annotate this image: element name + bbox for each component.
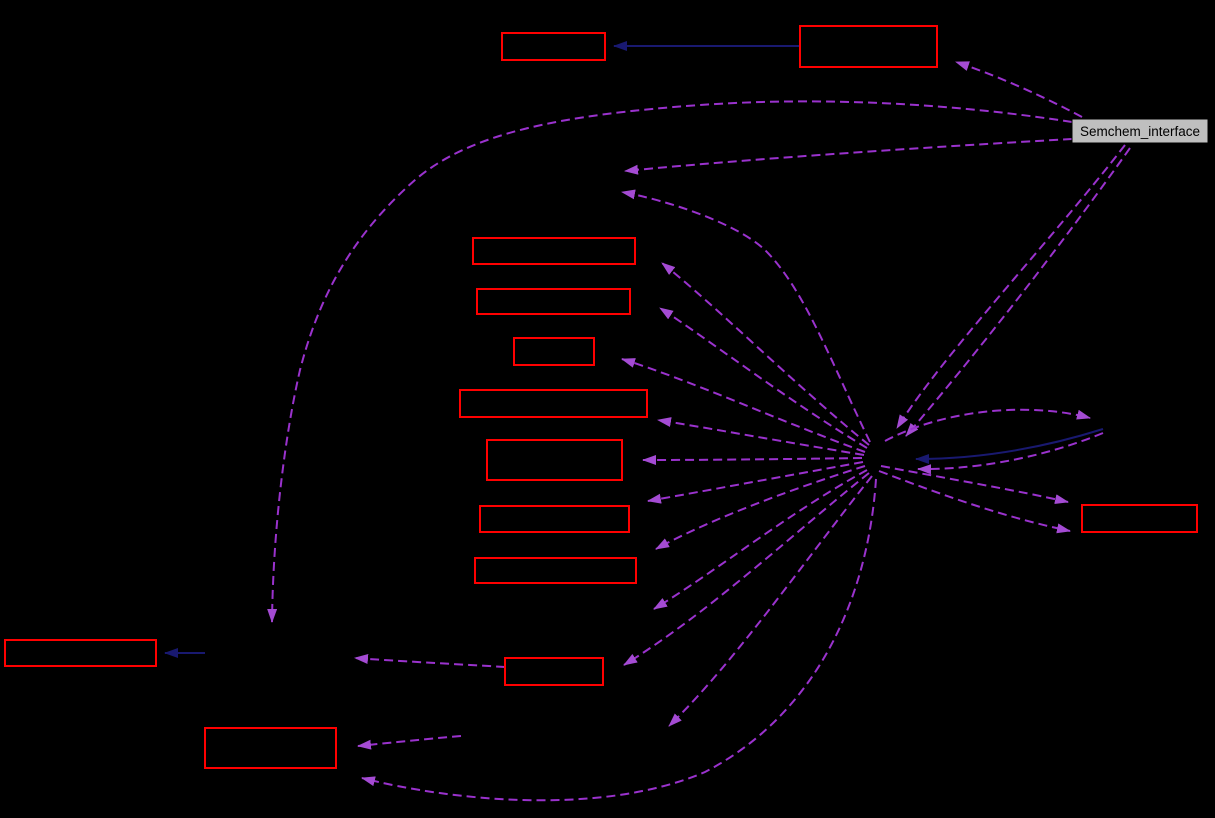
class-node-6[interactable]	[459, 389, 648, 418]
class-node-2[interactable]	[799, 25, 938, 68]
usage-edge-root-uppernode	[624, 138, 1073, 175]
class-node-11[interactable]	[4, 639, 157, 667]
usage-edge-root-hub-1	[896, 144, 1126, 429]
usage-edge-box13-bottomhub	[354, 653, 506, 668]
usage-edge-hub-box10-top	[880, 465, 1069, 505]
class-node-1[interactable]	[501, 32, 606, 61]
usage-edge-hub-box5	[621, 358, 866, 453]
usage-edge-root-hub-2	[905, 147, 1131, 437]
usage-edge-hub-box12-arc	[361, 478, 877, 802]
usage-edge-lowernode-box12	[357, 735, 462, 750]
class-node-13[interactable]	[504, 657, 604, 686]
usage-edge-hub-box10-bottom	[878, 470, 1071, 534]
class-node-5[interactable]	[513, 337, 595, 366]
usage-edge-hub-box13	[623, 472, 870, 666]
usage-edge-hub-lowernode2	[668, 475, 873, 727]
usage-edge-root-leftarc	[267, 100, 1073, 623]
root-node-label: Semchem_interface	[1080, 124, 1200, 139]
usage-edge-hub-rightnode	[884, 408, 1091, 442]
root-node-box[interactable]	[1071, 118, 1209, 144]
class-node-3[interactable]	[472, 237, 636, 265]
inheritance-edge-rightnode-hub	[915, 428, 1104, 464]
usage-edge-hub-uppernode	[621, 189, 871, 443]
class-node-9[interactable]	[474, 557, 637, 584]
class-node-7[interactable]	[486, 439, 623, 481]
usage-edge-hub-box9	[655, 465, 866, 550]
class-node-10[interactable]	[1081, 504, 1198, 533]
class-node-4[interactable]	[476, 288, 631, 315]
usage-edge-hub-box3	[661, 262, 870, 446]
class-node-8[interactable]	[479, 505, 630, 533]
class-node-12[interactable]	[204, 727, 337, 769]
usage-edge-hub-box6	[657, 417, 865, 456]
usage-edge-hub-lowernode1	[653, 469, 868, 610]
usage-edge-hub-box7	[642, 454, 863, 465]
usage-edge-root-topbox	[955, 61, 1083, 118]
usage-edge-rightnode-hub	[917, 432, 1104, 475]
usage-edge-hub-box8	[647, 461, 864, 504]
root-node[interactable]: Semchem_interface	[1071, 118, 1209, 144]
usage-edge-hub-box4	[659, 307, 868, 449]
